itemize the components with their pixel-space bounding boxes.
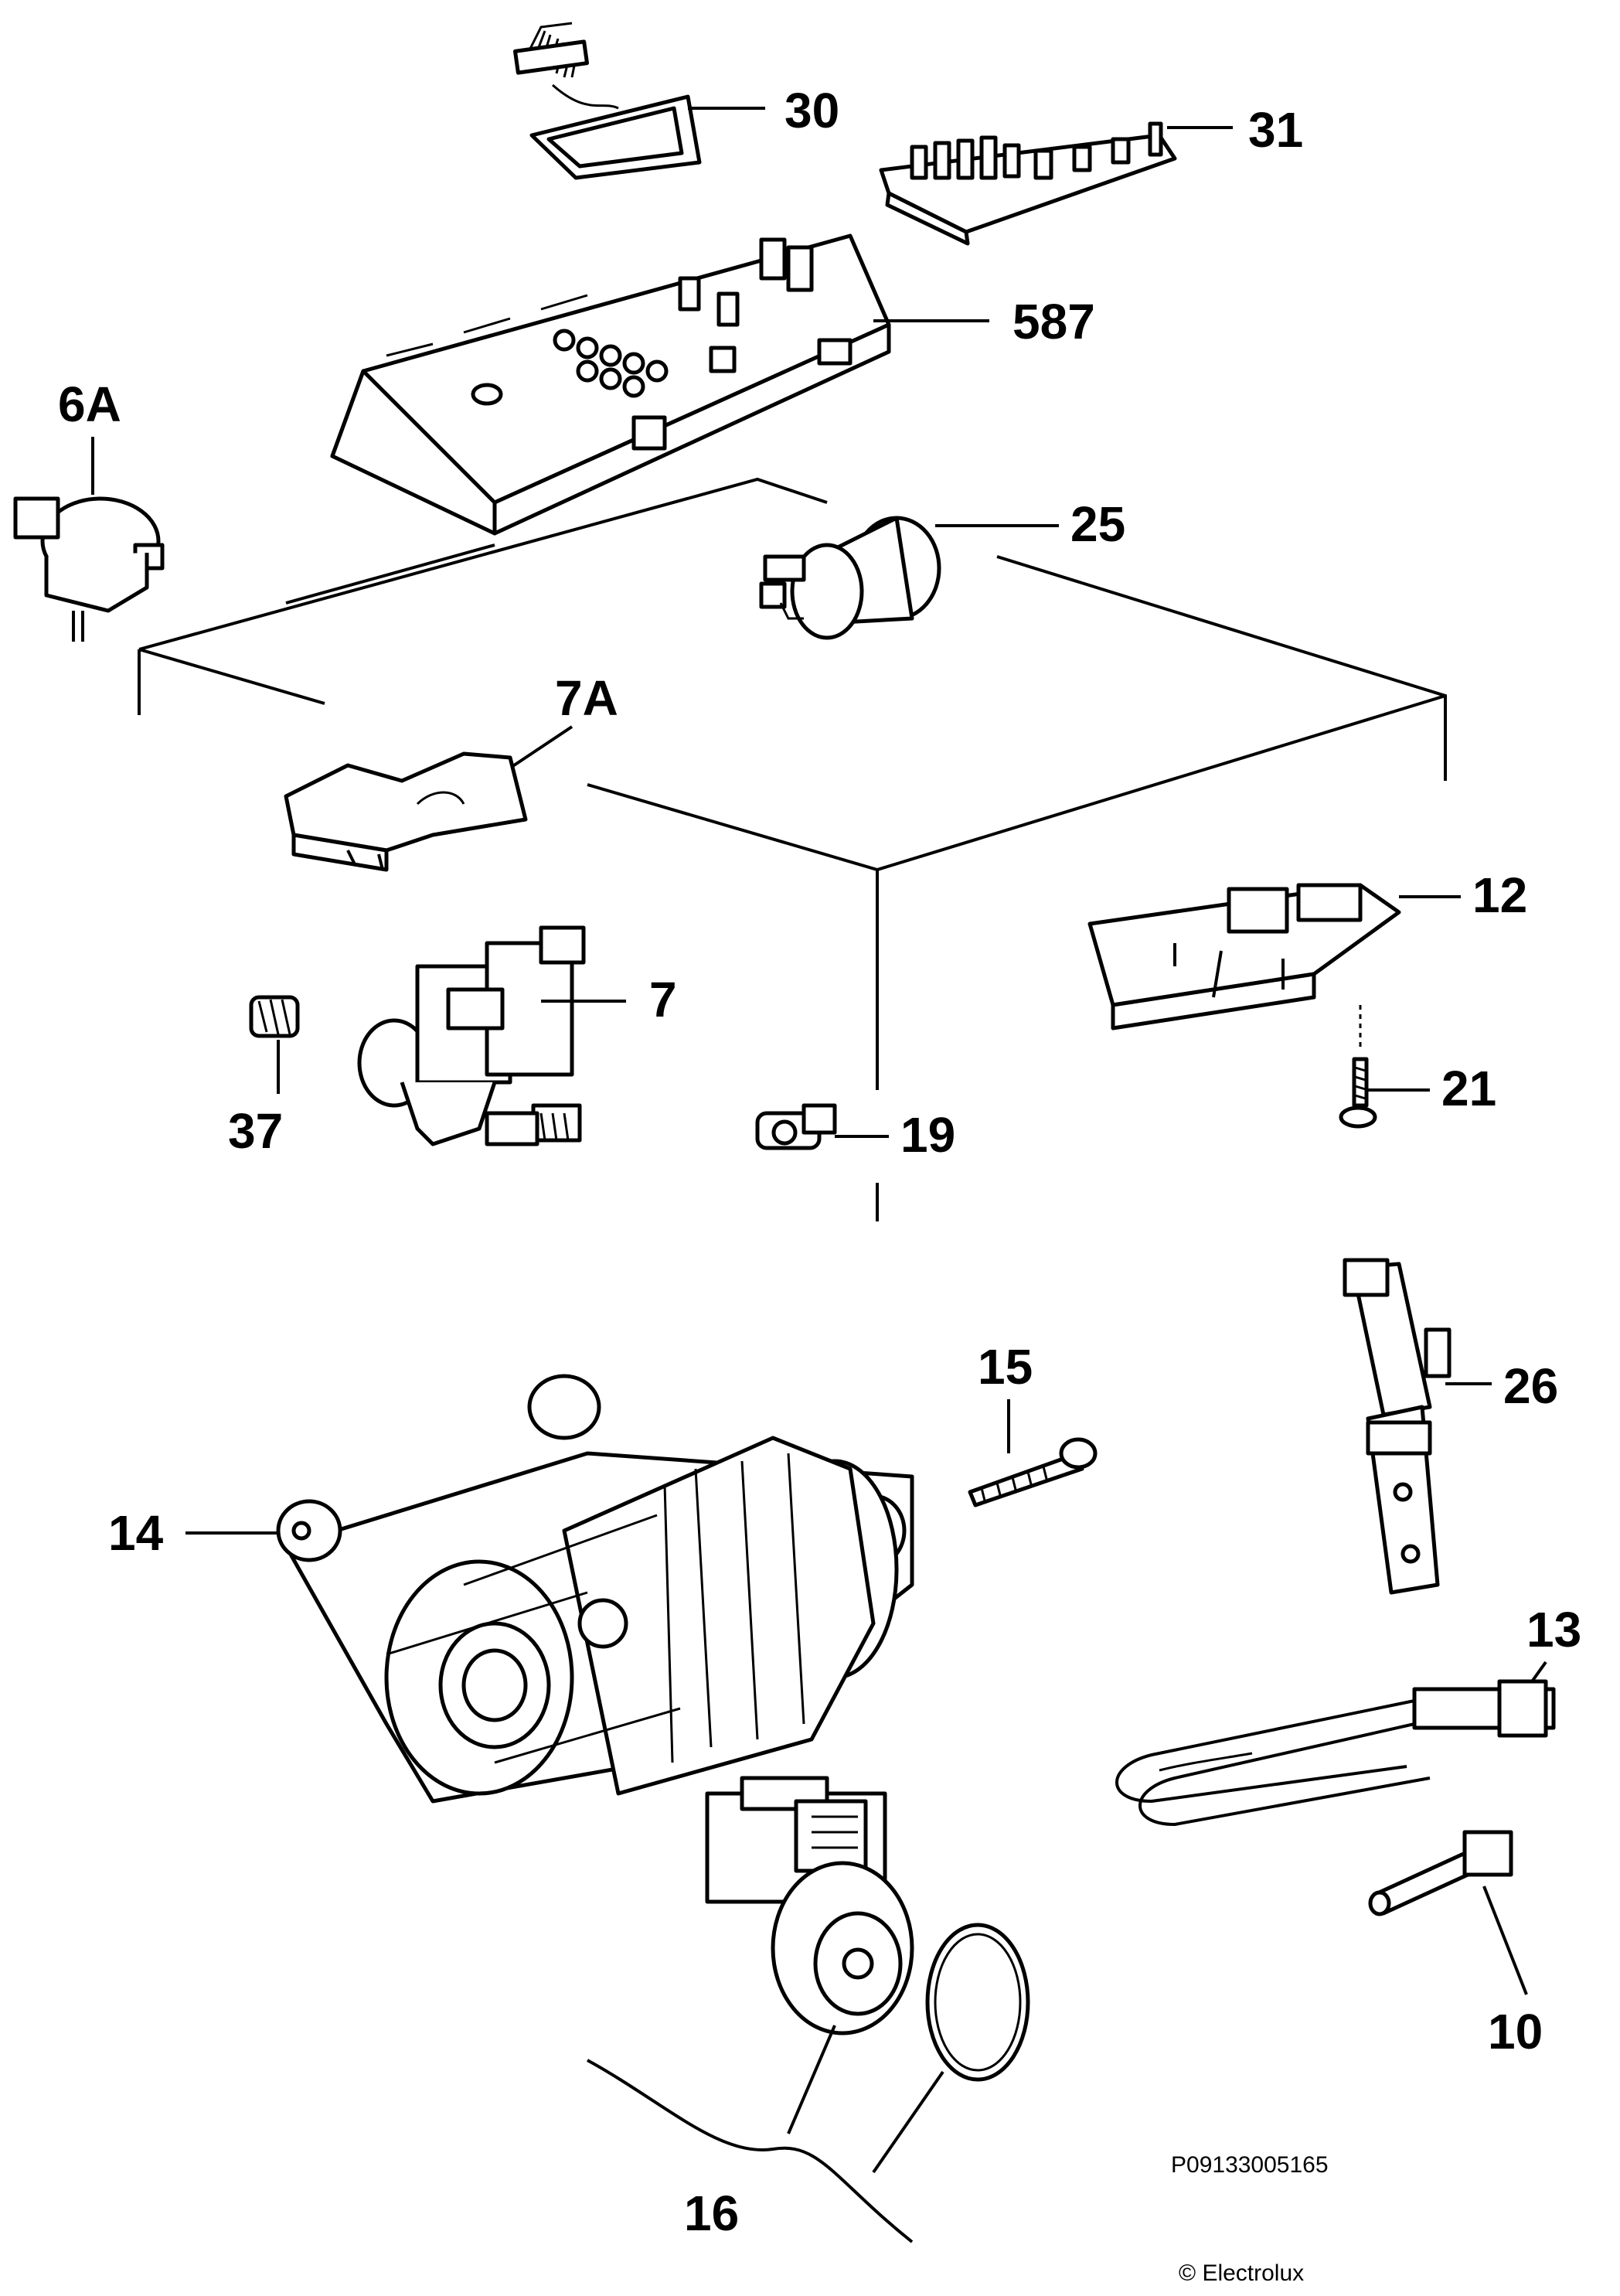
diagram-code: P09133005165 [1171, 2152, 1329, 2178]
part-16-drain-pump [705, 1776, 1030, 2082]
part-15-screw: 15 [968, 1339, 1098, 1507]
label-12: 12 [1472, 867, 1527, 923]
cabinet-outline [138, 477, 1447, 1221]
part-14-motor: 14 [108, 1374, 914, 1804]
leader-16b [872, 2070, 944, 2174]
label-15: 15 [978, 1339, 1033, 1395]
part-37-filter-screen [249, 995, 300, 1094]
part-6a-door-lock: 6A [13, 376, 165, 642]
label-587: 587 [1012, 294, 1095, 349]
label-13: 13 [1526, 1602, 1581, 1657]
label-30: 30 [784, 83, 839, 138]
label-19: 19 [900, 1107, 955, 1163]
label-25: 25 [1070, 496, 1125, 552]
label-37: 37 [228, 1103, 283, 1159]
copyright: © Electrolux [1179, 2260, 1304, 2286]
part-13-heating-element: 13 [1115, 1602, 1581, 1827]
label-31: 31 [1248, 102, 1303, 158]
part-30-cable [512, 22, 702, 180]
part-25-filter [759, 516, 941, 640]
part-21-screw [1339, 1005, 1377, 1129]
part-26-sensor-bracket [1343, 1258, 1452, 1595]
leader-16a [787, 2025, 836, 2134]
label-10: 10 [1488, 2004, 1543, 2059]
part-7-inlet-valve [357, 925, 586, 1146]
label-14: 14 [108, 1505, 164, 1561]
label-7: 7 [649, 972, 677, 1027]
label-7a: 7A [555, 670, 618, 726]
part-12-holder [1087, 883, 1401, 1030]
part-19-clip [755, 1103, 837, 1150]
leader-16-curve [587, 2059, 914, 2243]
part-31-connector-block [879, 121, 1177, 246]
part-587-control-board [330, 233, 891, 536]
label-21: 21 [1441, 1061, 1496, 1116]
part-7a-bracket: 7A [284, 670, 618, 872]
label-6a: 6A [58, 376, 121, 432]
part-10-sensor [1368, 1830, 1528, 1995]
label-26: 26 [1503, 1358, 1558, 1414]
label-16: 16 [684, 2185, 739, 2241]
